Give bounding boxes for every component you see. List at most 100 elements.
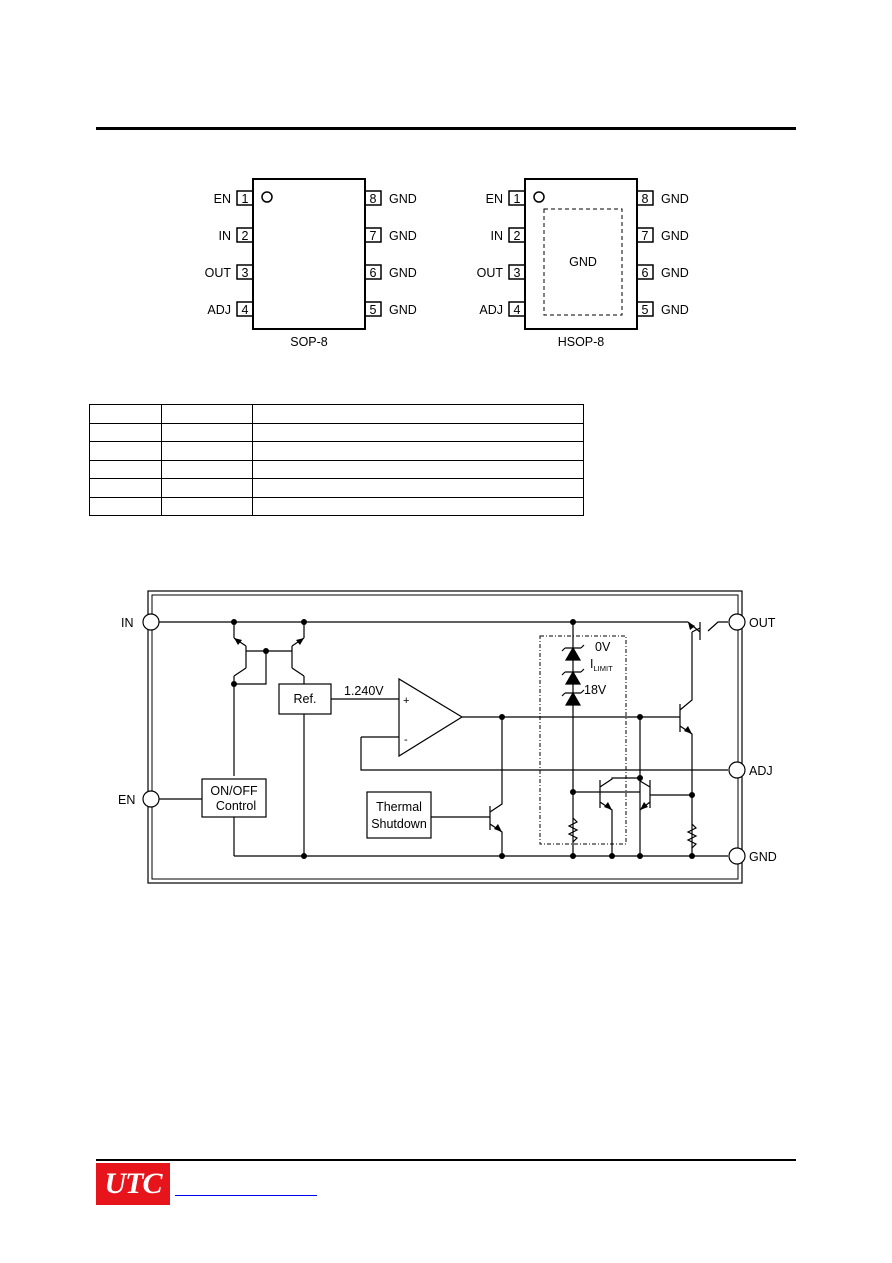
sop8-pin3-box <box>236 264 254 280</box>
hsop8-pin2-box <box>508 227 526 243</box>
hsop8-pin7-box <box>636 227 654 243</box>
arrow-thermal <box>494 824 502 832</box>
hsop8-pin4-label: ADJ <box>479 303 503 317</box>
table-row <box>89 459 584 479</box>
resistor-right <box>686 823 698 849</box>
wire-mirror-left <box>233 622 247 776</box>
diagram-frame-outer <box>147 590 743 884</box>
table-cell <box>89 496 162 516</box>
hsop8-body <box>524 178 638 330</box>
junction-dot <box>689 853 695 859</box>
sop8-pin8-num: 8 <box>370 192 377 206</box>
hsop8-exposed-pad <box>543 208 623 316</box>
junction-dot <box>689 792 695 798</box>
sop8-pin7-num: 7 <box>370 229 377 243</box>
junction-dot <box>499 853 505 859</box>
table-row <box>89 422 584 442</box>
ref-voltage-label: 1.240V <box>344 684 384 698</box>
junction-dot <box>570 789 576 795</box>
arrow-mirror-left <box>234 638 242 645</box>
sop8-pin1-num: 1 <box>242 192 249 206</box>
arrow-out <box>688 622 695 630</box>
table-cell <box>161 404 253 424</box>
terminal-en <box>142 790 160 808</box>
junction-dot <box>499 714 505 720</box>
zener-bar-3 <box>561 689 585 697</box>
zener-diode-3 <box>564 691 582 706</box>
sop8-pin4-num: 4 <box>242 303 249 317</box>
table-cell <box>252 422 584 442</box>
table-cell <box>161 459 253 479</box>
ilimit-label: ILIMIT <box>590 657 613 673</box>
onoff-label-line2: Control <box>216 799 256 813</box>
label-en: EN <box>118 793 135 807</box>
hsop8-pin2-label: IN <box>491 229 504 243</box>
sop8-pin3-label: OUT <box>205 266 232 280</box>
zener-18v-label: 18V <box>584 683 607 697</box>
hsop8-pin1-label: EN <box>486 192 503 206</box>
hsop8-pin5-label: GND <box>661 303 689 317</box>
sop8-pin2-box <box>236 227 254 243</box>
hsop8-pin8-label: GND <box>661 192 689 206</box>
junction-dot <box>231 681 237 687</box>
junction-dot <box>637 775 643 781</box>
zener-diode-1 <box>564 646 582 661</box>
pin-description-table <box>89 404 584 516</box>
protection-block-dashed <box>539 635 627 845</box>
sop8-pin7-label: GND <box>389 229 417 243</box>
sop8-pin6-label: GND <box>389 266 417 280</box>
hsop8-pin7-num: 7 <box>642 229 649 243</box>
hsop8-pin8-box <box>636 190 654 206</box>
table-cell <box>252 496 584 516</box>
sop8-pin3-num: 3 <box>242 266 249 280</box>
terminal-in <box>142 613 160 631</box>
sop8-pin5-box <box>364 301 382 317</box>
pin-configuration-diagram: 1 2 3 4 8 7 6 5 EN IN OUT ADJ GND GND GN… <box>205 178 689 349</box>
hsop8-pin1-box <box>508 190 526 206</box>
junction-dot <box>570 619 576 625</box>
table-cell <box>89 478 162 498</box>
hsop8-pin6-label: GND <box>661 266 689 280</box>
label-adj: ADJ <box>749 764 773 778</box>
arrow-lower-right <box>640 802 648 810</box>
sop8-pin2-label: IN <box>219 229 232 243</box>
table-row <box>89 478 584 498</box>
sop8-package-name: SOP-8 <box>290 335 328 349</box>
table-cell <box>89 404 162 424</box>
sop8-pin1-dot <box>261 191 273 203</box>
sop8-pin6-num: 6 <box>370 266 377 280</box>
sop8-pin2-num: 2 <box>242 229 249 243</box>
hsop8-pad-label: GND <box>569 255 597 269</box>
hsop8-pin5-box <box>636 301 654 317</box>
utc-logo: UTC <box>96 1163 170 1205</box>
table-row <box>89 496 584 516</box>
junction-dot <box>263 648 269 654</box>
website-link[interactable] <box>175 1180 317 1196</box>
onoff-label-line1: ON/OFF <box>210 784 258 798</box>
table-cell <box>161 422 253 442</box>
hsop8-pin3-box <box>508 264 526 280</box>
junction-dot <box>609 853 615 859</box>
hsop8-pin3-num: 3 <box>514 266 521 280</box>
table-row <box>89 404 584 424</box>
arrow-mirror-right <box>296 638 304 645</box>
junction-dot <box>231 619 237 625</box>
junction-dot <box>637 714 643 720</box>
hsop8-pin4-box <box>508 301 526 317</box>
opamp-minus-label: - <box>404 734 408 746</box>
resistor-left <box>567 817 579 843</box>
label-in: IN <box>121 616 134 630</box>
sop8-pin4-box <box>236 301 254 317</box>
ilimit-main: I <box>590 657 593 671</box>
wire-adj <box>360 737 728 771</box>
zener-bar-2 <box>561 668 585 676</box>
hsop8-pin6-num: 6 <box>642 266 649 280</box>
zener-0v-label: 0V <box>595 640 611 654</box>
sop8-pin5-num: 5 <box>370 303 377 317</box>
thermal-label-line2: Shutdown <box>371 817 427 831</box>
table-cell <box>252 441 584 461</box>
wire-pass-transistor <box>679 627 701 856</box>
table-cell <box>161 496 253 516</box>
junction-dot <box>301 853 307 859</box>
hsop8-pin6-box <box>636 264 654 280</box>
